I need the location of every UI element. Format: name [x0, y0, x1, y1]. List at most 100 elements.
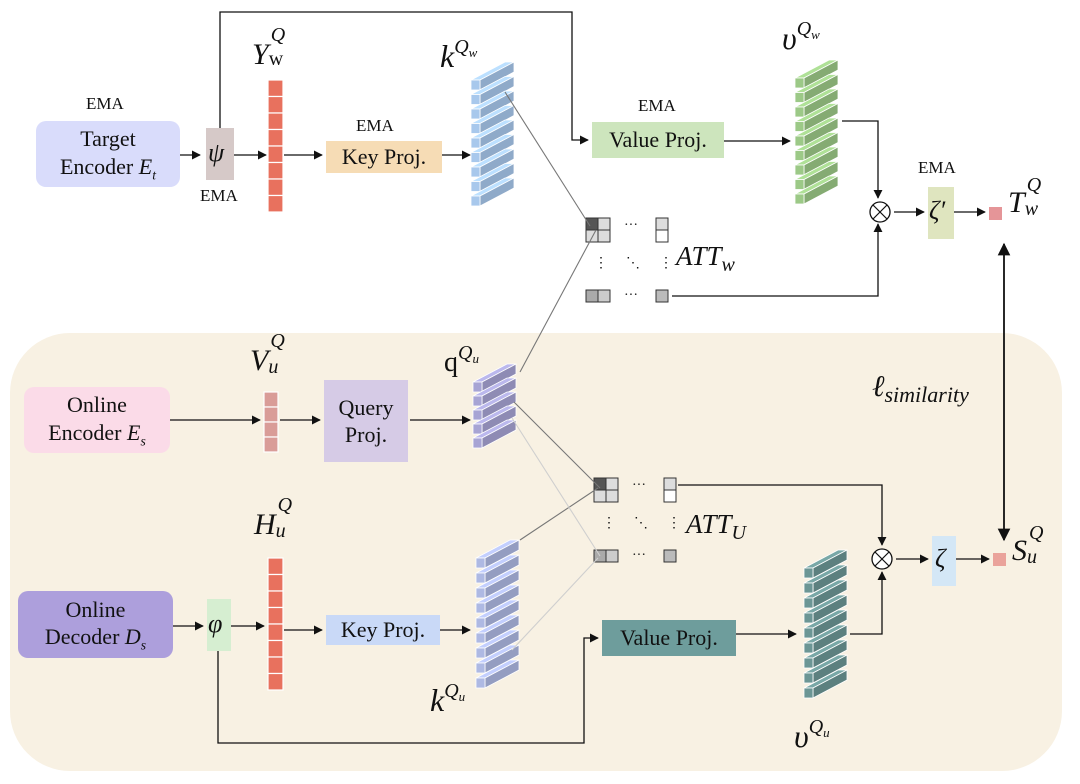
- value-w-cube-front: [794, 135, 805, 147]
- h-token: [267, 656, 284, 675]
- online-encoder-line2: Encoder: [48, 419, 122, 445]
- y-token: [267, 112, 284, 131]
- phi-symbol: φ: [208, 609, 223, 638]
- key-w-cube-front: [470, 166, 481, 178]
- k-w-label: kQw: [440, 36, 477, 75]
- value-w-cube-front: [794, 193, 805, 205]
- key-w-cube-front: [470, 79, 481, 91]
- zeta-prime-symbol: ζ′: [929, 196, 946, 225]
- v-u-supsub: u: [823, 725, 830, 740]
- key-w-cube-front: [470, 181, 481, 192]
- online-encoder-symbol: E: [127, 419, 141, 445]
- value-u-cube-front: [803, 672, 814, 684]
- key-w-cube-front: [470, 108, 481, 120]
- s-sup: Q: [1029, 522, 1044, 544]
- key-w-cube-front: [470, 195, 481, 207]
- y-token: [267, 128, 284, 147]
- online-decoder-box: [18, 591, 173, 658]
- similarity-label: ℓsimilarity: [872, 370, 969, 408]
- target-encoder-box: [36, 121, 180, 187]
- online-decoder-sub: s: [140, 637, 147, 653]
- query-u-cube-front: [472, 423, 483, 435]
- key-u-cube-front: [475, 632, 486, 644]
- key-w-cube-front: [470, 137, 481, 149]
- value-proj-box-bottom: [602, 620, 736, 656]
- similarity-sub: similarity: [884, 382, 969, 407]
- online-encoder-box: [24, 387, 170, 453]
- y-token: [267, 95, 284, 114]
- k-w-base: k: [440, 38, 455, 74]
- h-token: [267, 639, 284, 658]
- target-encoder-line1: Target: [80, 126, 136, 152]
- value-u-cube-front: [803, 687, 814, 699]
- t-base: T: [1008, 186, 1025, 219]
- att-u-ellipsis-row1: ···: [632, 478, 646, 493]
- k-u-supsub: u: [458, 689, 466, 704]
- s-output-square: [993, 553, 1006, 566]
- y-token: [267, 178, 284, 197]
- key-u-cube-front: [475, 557, 486, 569]
- value-u-cube-front: [803, 582, 814, 594]
- att-w-base: ATT: [676, 241, 722, 271]
- value-w-cube-stack: [794, 59, 839, 205]
- q-u-base: q: [444, 347, 458, 378]
- key-u-cube-stack: [475, 539, 520, 689]
- v-w-supsub: w: [811, 27, 820, 42]
- h-token: [267, 557, 284, 576]
- ema-label-key-proj: EMA: [356, 116, 394, 135]
- k-u-label: kQu: [430, 680, 465, 719]
- online-encoder-line1: Online: [67, 392, 127, 418]
- online-encoder-sub: s: [140, 432, 146, 448]
- key-proj-box-top: [326, 141, 442, 173]
- att-u-label: ATTU: [686, 509, 746, 545]
- att-u-ellipsis-col1: ⋮: [602, 516, 616, 531]
- value-w-cube-front: [794, 164, 805, 176]
- h-token: [267, 573, 284, 592]
- key-u-cube-front: [475, 647, 486, 659]
- value-w-cube-front: [794, 92, 805, 103]
- query-proj-box: [324, 380, 408, 462]
- h-token: [267, 672, 284, 691]
- att-u-ellipsis-col2: ⋮: [667, 516, 681, 531]
- v-u-base: υ: [794, 718, 809, 754]
- att-w-ellipsis-row2: ···: [624, 288, 638, 303]
- zeta-prime-box: [928, 187, 954, 239]
- att-w-sub: w: [721, 254, 735, 276]
- k-u-base: k: [430, 682, 445, 718]
- att-u-ellipsis-row2: ···: [632, 548, 646, 563]
- online-decoder-line2: Decoder: [44, 624, 120, 650]
- v-u-sup: Q: [808, 716, 824, 738]
- value-proj-box-top: [592, 122, 724, 158]
- query-u-cube-stack: [472, 363, 517, 449]
- y-label-base: Y: [252, 38, 269, 71]
- h-label-sub: u: [275, 520, 286, 542]
- ema-label-target-encoder: EMA: [86, 94, 124, 113]
- h-label-base: H: [254, 508, 276, 541]
- ema-label-value-proj: EMA: [638, 96, 676, 115]
- att-u-matrix: [593, 477, 677, 563]
- ema-label-psi: EMA: [200, 186, 238, 205]
- psi-symbol: ψ: [208, 138, 225, 167]
- online-decoder-symbol: D: [124, 624, 141, 650]
- att-u-sub: U: [731, 522, 746, 544]
- online-decoder-label: Online Decoder Ds: [18, 591, 173, 658]
- y-token-stack: [267, 79, 284, 213]
- key-u-cube-front: [475, 572, 486, 584]
- att-w-ellipsis-col2: ⋮: [659, 256, 673, 271]
- key-u-cube-front: [475, 587, 486, 599]
- value-u-cube-stack: [803, 549, 848, 699]
- att-w-label: ATTw: [676, 241, 735, 277]
- key-proj-bottom-label: Key Proj.: [340, 617, 426, 643]
- v-label-sup: Q: [270, 330, 285, 352]
- key-w-cube-front: [470, 123, 481, 134]
- online-decoder-line1: Online: [65, 596, 126, 622]
- value-u-cube-front: [803, 627, 814, 639]
- y-token: [267, 161, 284, 180]
- key-w-cube-stack: [470, 61, 515, 207]
